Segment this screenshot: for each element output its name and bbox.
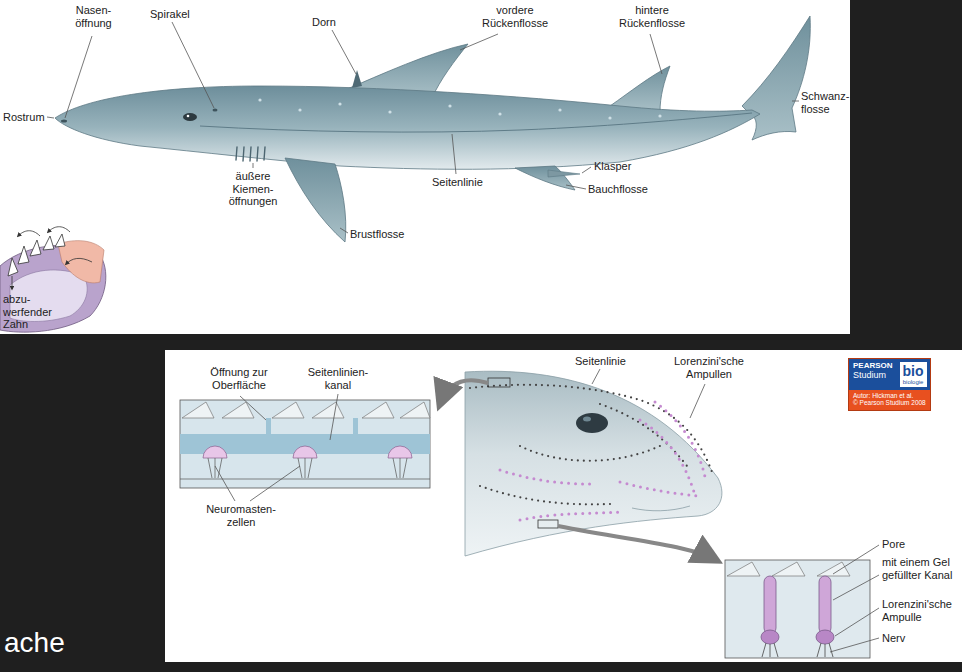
logo-copyright: © Pearson Studium 2008 (853, 399, 926, 406)
part-label: Öffnung zur Oberfläche (195, 366, 283, 391)
part-label: vordere Rückenflosse (474, 4, 556, 29)
logo-subject: biologie (903, 379, 924, 386)
part-label: Nasen- öffnung (66, 4, 121, 29)
part-label: Schwanz- flosse (801, 90, 849, 115)
part-label: abzu- werfender Zahn (3, 293, 59, 331)
part-label: Brustflosse (350, 228, 404, 241)
logo-brand: PEARSON (853, 361, 893, 370)
part-label: Neuromasten- zellen (198, 503, 284, 528)
part-label: Klasper (594, 160, 631, 173)
part-label: mit einem Gel gefüllter Kanal (882, 556, 958, 581)
part-label: Seitenlinie (432, 176, 483, 189)
logo-wordmark: PEARSONStudium (849, 359, 897, 390)
part-label: Lorenzini'sche Ampullen (668, 355, 750, 380)
cut-off-heading: ache (4, 626, 65, 660)
logo-imprint: Studium (853, 370, 893, 380)
logo-bio-box: biobiologie (900, 362, 927, 387)
part-label: Dorn (312, 16, 336, 29)
logo-author: Autor: Hickman et al. (853, 392, 926, 399)
part-label: Lorenzini'sche Ampulle (882, 598, 958, 623)
part-label: äußere Kiemen- öffnungen (222, 170, 284, 208)
part-label: hintere Rückenflosse (612, 4, 692, 29)
logo-bio: bio (903, 363, 924, 379)
part-label: Pore (882, 538, 905, 551)
part-label: Seitenlinie (575, 355, 626, 368)
logo-footer: Autor: Hickman et al.© Pearson Studium 2… (849, 390, 930, 410)
logo-band: PEARSONStudiumbiobiologie (849, 359, 930, 390)
part-label: Seitenlinien- kanal (300, 366, 376, 391)
publisher-logo: PEARSONStudiumbiobiologieAutor: Hickman … (848, 358, 931, 411)
part-label: Spirakel (150, 8, 190, 21)
part-label: Rostrum (3, 111, 45, 124)
part-label: Nerv (882, 632, 905, 645)
part-label: Bauchflosse (588, 183, 648, 196)
